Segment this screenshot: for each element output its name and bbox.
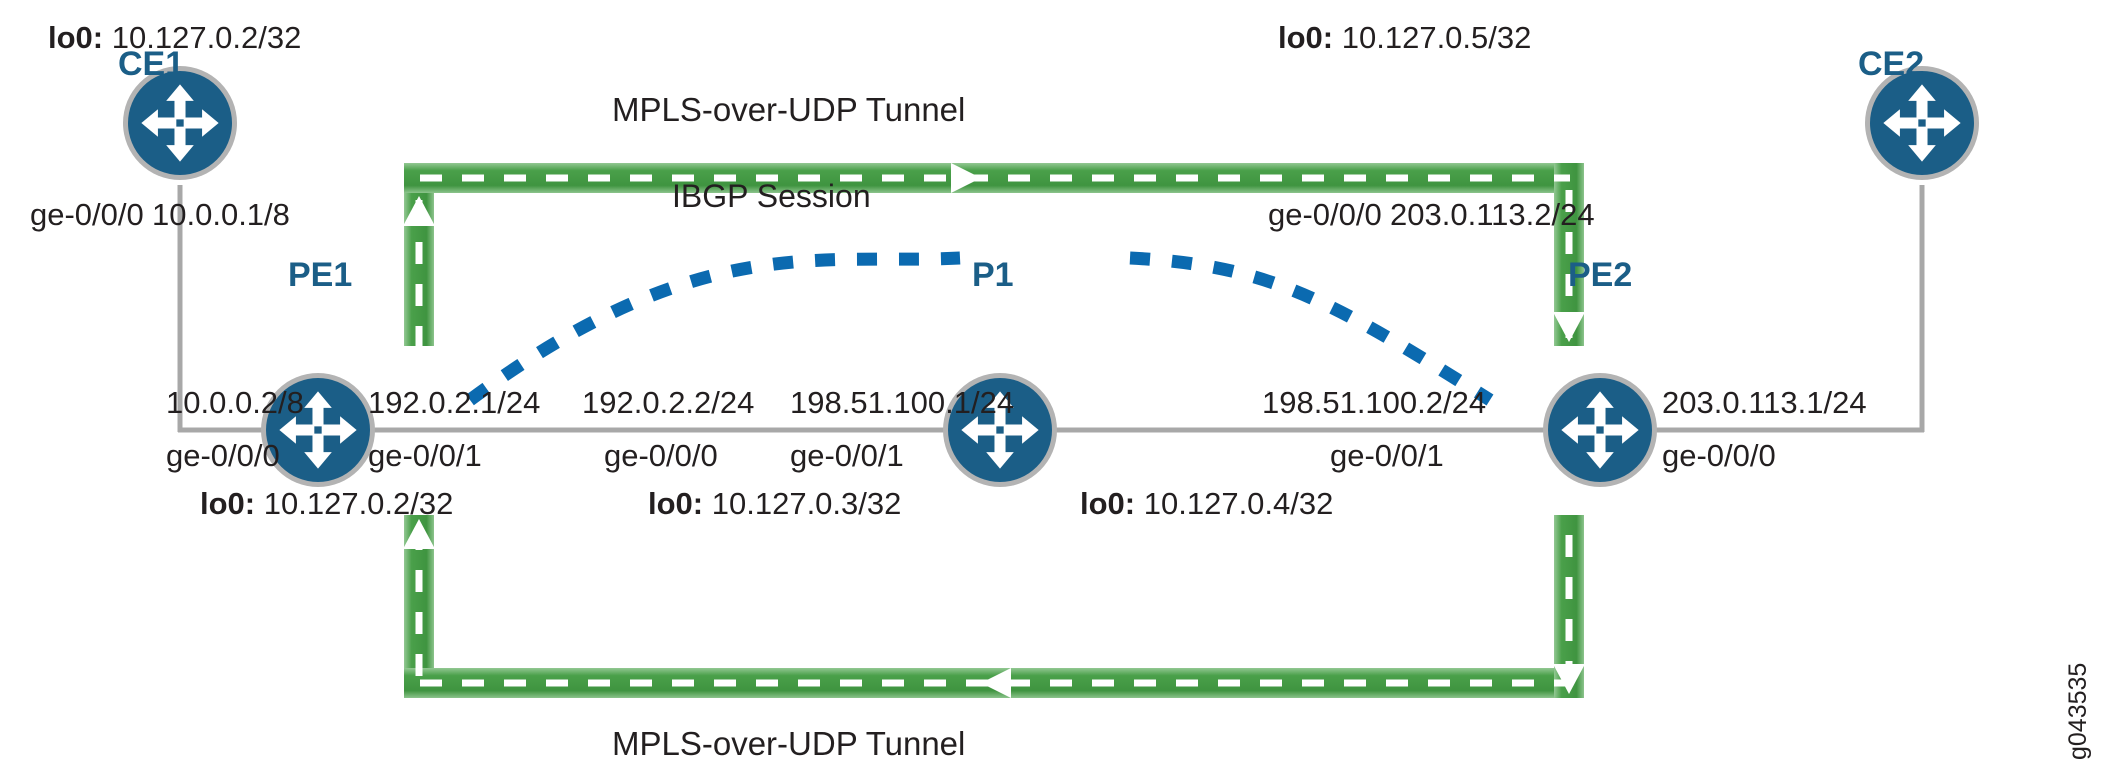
tunnel-direction-arrow-icon-top-right [1553, 312, 1585, 342]
ce1-loopback-value: 10.127.0.2/32 [111, 20, 302, 55]
figure-id-watermark: g043535 [2064, 662, 2092, 760]
node-p1[interactable] [943, 373, 1057, 487]
p1-right-interface-name: ge-0/0/1 [790, 438, 904, 473]
node-pe1[interactable] [261, 373, 375, 487]
p1-node-label: P1 [972, 256, 1014, 294]
pe2-loopback-value: 10.127.0.4/32 [1143, 486, 1334, 521]
pe1-left-interface-address: 10.0.0.2/8 [166, 385, 304, 420]
tunnel-direction-arrow-icon-bottom-middle [981, 668, 1011, 698]
pe2-left-interface-name: ge-0/0/1 [1330, 438, 1444, 473]
p1-loopback-value: 10.127.0.3/32 [711, 486, 902, 521]
pe2-loopback-label: lo0: 10.127.0.4/32 [1080, 488, 1333, 519]
node-pe2[interactable] [1543, 373, 1657, 487]
p1-left-interface-name: ge-0/0/0 [604, 438, 718, 473]
pe1-loopback-label: lo0: 10.127.0.2/32 [200, 488, 453, 519]
pe1-loopback-value: 10.127.0.2/32 [263, 486, 454, 521]
pe2-node-label: PE2 [1568, 256, 1633, 294]
ce2-loopback-value: 10.127.0.5/32 [1341, 20, 1532, 55]
p1-loopback-label: lo0: 10.127.0.3/32 [648, 488, 901, 519]
ibgp-session-arc-left [466, 251, 961, 406]
tunnel-direction-arrow-icon-top-left [403, 196, 435, 226]
pe2-loopback-prefix: lo0: [1080, 486, 1136, 521]
ce1-loopback-label: lo0: 10.127.0.2/32 [48, 22, 301, 53]
pe1-left-interface-name: ge-0/0/0 [166, 438, 280, 473]
pe2-left-interface-address: 198.51.100.2/24 [1262, 385, 1487, 420]
pe1-node-label: PE1 [288, 256, 353, 294]
ce2-interface-address: 203.0.113.2/24 [1390, 197, 1595, 232]
ce2-interface-name: ge-0/0/0 [1268, 197, 1382, 232]
ce1-interface-address: 10.0.0.1/8 [152, 197, 290, 232]
ce2-node-label: CE2 [1858, 45, 1925, 83]
mpls-over-udp-tunnel-top [403, 163, 1585, 348]
ibgp-session-arc-right [1129, 251, 1494, 406]
pe2-right-interface-name: ge-0/0/0 [1662, 438, 1776, 473]
ibgp-session-label: IBGP Session [672, 178, 871, 214]
pe1-right-interface-name: ge-0/0/1 [368, 438, 482, 473]
node-ce2[interactable] [1865, 66, 1979, 180]
mpls-over-udp-tunnel-bottom [403, 515, 1585, 698]
ce1-loopback-prefix: lo0: [48, 20, 104, 55]
tunnel-direction-arrow-icon-bottom-right [1553, 664, 1585, 694]
p1-left-interface-address: 192.0.2.2/24 [582, 385, 755, 420]
tunnel-direction-arrow-icon-bottom-left [403, 519, 435, 549]
tunnel-direction-arrow-icon-top-middle [951, 163, 981, 193]
ce1-node-label: CE1 [118, 45, 185, 83]
tunnel-top-label: MPLS-over-UDP Tunnel [612, 91, 966, 128]
tunnel-bottom-label: MPLS-over-UDP Tunnel [612, 725, 966, 762]
p1-right-interface-address: 198.51.100.1/24 [790, 385, 1015, 420]
pe1-right-interface-address: 192.0.2.1/24 [368, 385, 541, 420]
pe1-loopback-prefix: lo0: [200, 486, 256, 521]
p1-loopback-prefix: lo0: [648, 486, 704, 521]
ce1-interface-name: ge-0/0/0 [30, 197, 144, 232]
ce2-loopback-label: lo0: 10.127.0.5/32 [1278, 22, 1531, 53]
pe2-right-interface-address: 203.0.113.1/24 [1662, 385, 1867, 420]
node-ce1[interactable] [123, 66, 237, 180]
ibgp-session-link [466, 251, 1494, 406]
ce2-loopback-prefix: lo0: [1278, 20, 1334, 55]
